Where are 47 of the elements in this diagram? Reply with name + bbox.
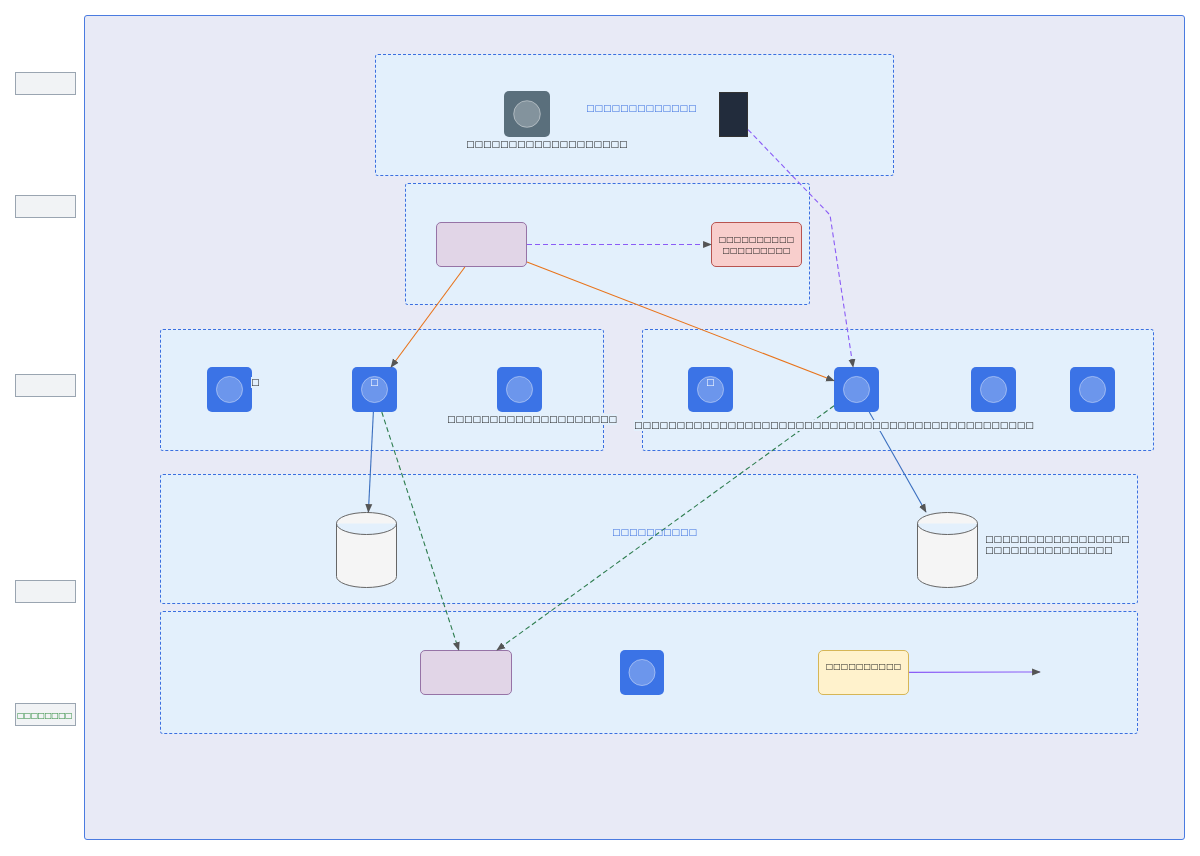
arrow <box>908 668 1041 676</box>
process-box <box>420 650 512 695</box>
device-block <box>719 92 748 137</box>
arrow <box>526 241 712 248</box>
group-region <box>405 183 810 305</box>
lane-label-box <box>15 580 76 603</box>
swimlane-container <box>84 15 1185 840</box>
service-icon <box>688 367 733 412</box>
process-box <box>818 650 909 695</box>
node-label: □□□□□□□□□□ <box>824 661 903 672</box>
lane-label-box <box>15 374 76 397</box>
group-region <box>160 474 1138 604</box>
service-icon <box>1070 367 1115 412</box>
node-label: □□□□□□□□ <box>17 710 72 721</box>
node-label: □□□□□□□□□□□□□□□□□□□□□□□□□□□□□□□□ <box>985 534 1130 556</box>
node-label: □ <box>251 377 260 388</box>
group-title: □□□□□□□□□□ <box>612 527 698 538</box>
server-icon <box>504 91 550 137</box>
arrow <box>390 266 466 368</box>
arrow <box>526 261 835 382</box>
database-cylinder <box>336 512 397 588</box>
node-label: □ <box>370 377 379 388</box>
arrow <box>868 411 927 513</box>
node-label: □□□□□□□□□□□□□□□□□□□□ <box>447 414 618 425</box>
service-icon <box>620 650 664 695</box>
service-icon <box>834 367 879 412</box>
service-icon <box>497 367 542 412</box>
process-box <box>436 222 527 267</box>
lane-label-box <box>15 195 76 218</box>
arrow <box>747 129 856 368</box>
arrow <box>365 411 374 513</box>
group-region <box>375 54 894 176</box>
node-label: □□□□□□□□□□□□□□□□□□□ <box>466 139 628 150</box>
service-icon <box>352 367 397 412</box>
group-title: □□□□□□□□□□□□□ <box>586 103 697 114</box>
arrow <box>381 411 460 651</box>
service-icon <box>971 367 1016 412</box>
node-label: □□□□□□□□□□□□□□□□□□□ <box>717 234 796 256</box>
lane-label-box <box>15 703 76 726</box>
database-cylinder <box>917 512 978 588</box>
service-icon <box>207 367 252 412</box>
process-box <box>711 222 802 267</box>
lane-label-box <box>15 72 76 95</box>
arrow <box>496 405 835 651</box>
group-region <box>160 611 1138 734</box>
node-label: □ <box>706 377 715 388</box>
node-label: □□□□□□□□□□□□□□□□□□□□□□□□□□□□□□□□□□□□□□□□□□□□□□□ <box>634 420 1034 431</box>
